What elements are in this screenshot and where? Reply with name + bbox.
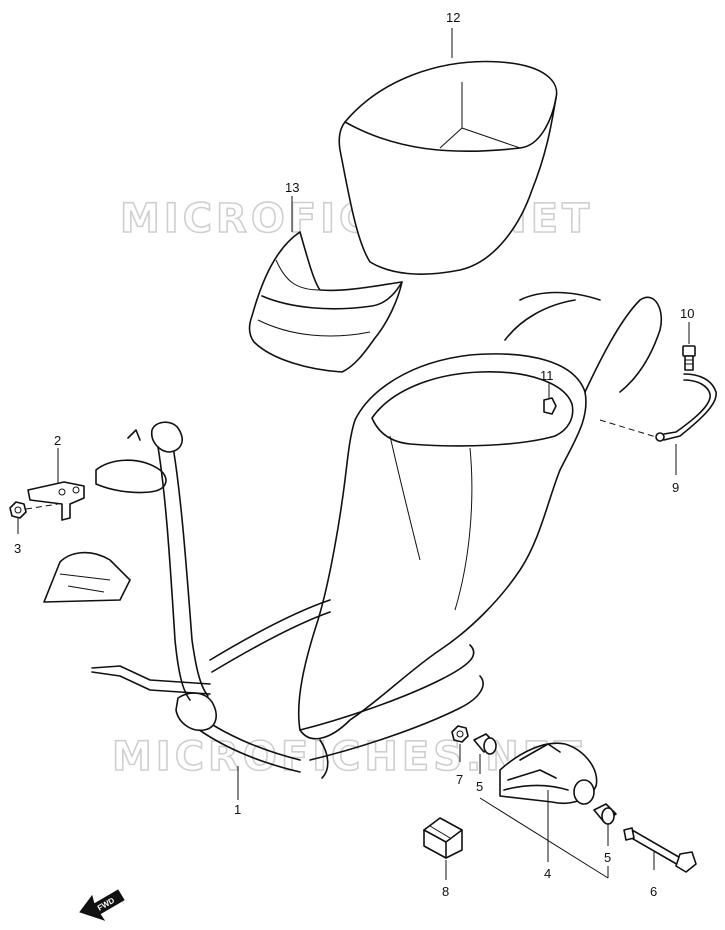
clip-part[interactable] xyxy=(543,397,557,415)
nut-7-part[interactable] xyxy=(451,725,469,743)
callout-13[interactable]: 13 xyxy=(285,180,299,195)
fwd-direction-marker: FWD xyxy=(79,889,125,921)
bushing-lower-part[interactable] xyxy=(593,803,617,825)
bushing-upper-part[interactable] xyxy=(473,733,497,755)
callout-6[interactable]: 6 xyxy=(650,884,657,899)
frame-body-part[interactable] xyxy=(91,291,662,779)
front-cover-part[interactable] xyxy=(248,231,403,373)
callout-5a[interactable]: 5 xyxy=(476,779,483,794)
leader-4-group xyxy=(479,797,609,879)
small-bracket-part[interactable] xyxy=(27,481,85,521)
callout-12[interactable]: 12 xyxy=(446,10,460,25)
callout-8[interactable]: 8 xyxy=(442,884,449,899)
callout-1[interactable]: 1 xyxy=(234,802,241,817)
arrow-icon xyxy=(79,889,125,921)
front-bracket-part[interactable] xyxy=(43,429,167,603)
stay-rod-part[interactable] xyxy=(599,373,717,442)
callout-7[interactable]: 7 xyxy=(456,772,463,787)
callout-4[interactable]: 4 xyxy=(544,866,551,881)
callout-9[interactable]: 9 xyxy=(672,480,679,495)
bracket-4-part[interactable] xyxy=(499,742,598,805)
long-bolt-part[interactable] xyxy=(623,827,697,873)
callout-3[interactable]: 3 xyxy=(14,541,21,556)
seat-part[interactable] xyxy=(338,60,558,275)
callout-10[interactable]: 10 xyxy=(680,306,694,321)
callout-5b[interactable]: 5 xyxy=(604,850,611,865)
callout-2[interactable]: 2 xyxy=(54,433,61,448)
callout-11[interactable]: 11 xyxy=(540,368,554,383)
bolt-10-part[interactable] xyxy=(682,345,696,371)
damper-part[interactable] xyxy=(423,817,463,859)
nut-part[interactable] xyxy=(9,501,59,519)
